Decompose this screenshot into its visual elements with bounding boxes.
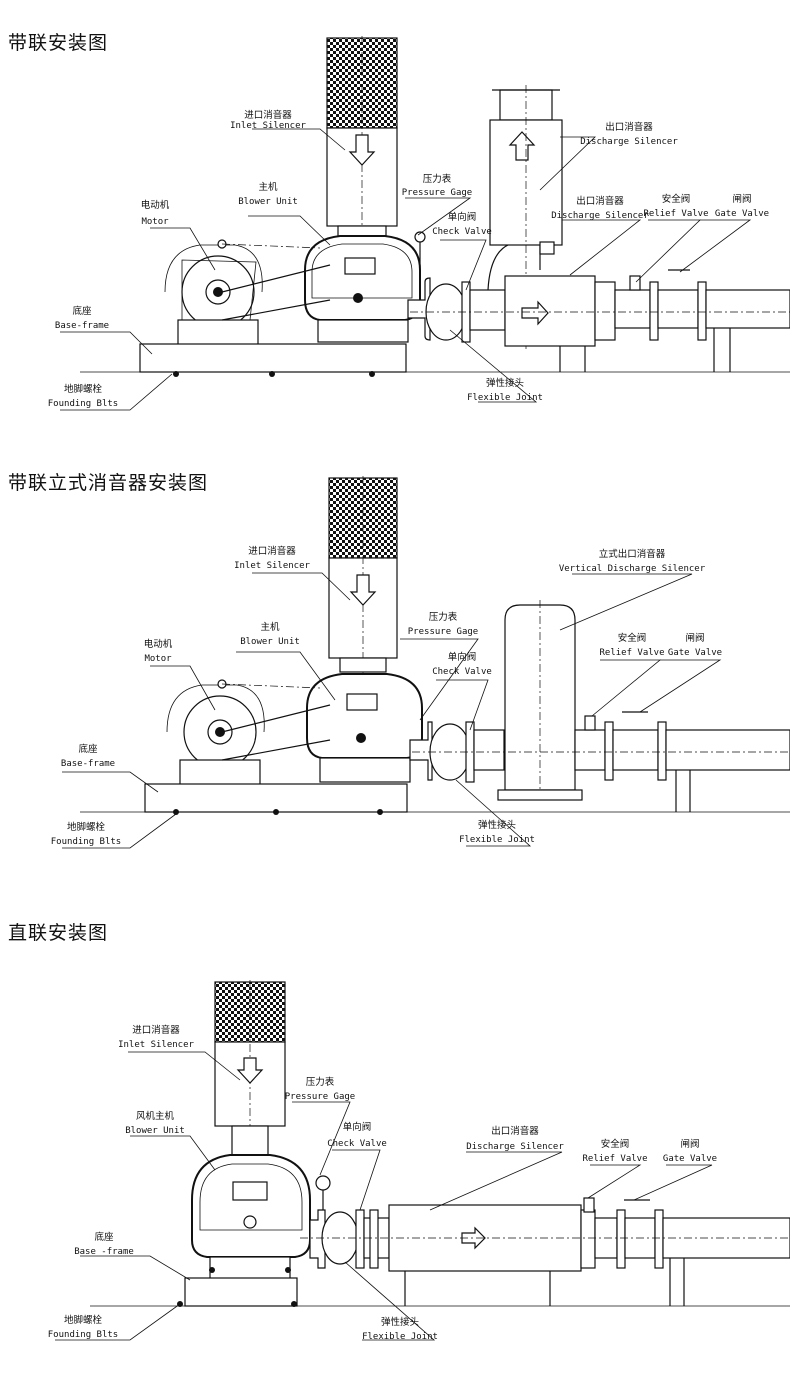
label2-base-cn: 底座 [78, 743, 98, 755]
label3-base-en: Base -frame [74, 1247, 134, 1257]
label2-inlet-en: Inlet Silencer [234, 561, 310, 571]
label3-check-en: Check Valve [327, 1139, 387, 1149]
label2-gage-en: Pressure Gage [408, 627, 478, 637]
inlet-arrow-icon [348, 134, 376, 166]
label2-blower-en: Blower Unit [240, 637, 300, 647]
blower-unit-3 [191, 1154, 311, 1258]
label2-joint-cn: 弹性接头 [478, 819, 516, 831]
label-blower-en: Blower Unit [238, 197, 298, 207]
label3-inlet-en: Inlet Silencer [118, 1040, 194, 1050]
label-gate-en: Gate Valve [715, 209, 769, 219]
label3-joint-cn: 弹性接头 [381, 1316, 419, 1328]
label-joint-en: Flexible Joint [467, 393, 543, 403]
label2-blower-cn: 主机 [260, 621, 280, 633]
label2-vert-en: Vertical Discharge Silencer [559, 564, 706, 574]
label2-check-cn: 单向阀 [448, 651, 477, 663]
pressure-gage-icon [315, 1175, 331, 1191]
label-check-cn: 单向阀 [448, 211, 477, 223]
outlet-arrow-icon [508, 131, 536, 161]
section-2-title: 带联立式消音器安装图 [8, 472, 209, 494]
section-1-diagram [60, 36, 790, 411]
label-relief-cn: 安全阀 [662, 193, 691, 205]
label2-gage-cn: 压力表 [429, 611, 458, 623]
label3-blower-en: Blower Unit [125, 1126, 185, 1136]
label2-relief-en: Relief Valve [599, 648, 664, 658]
label3-gate-en: Gate Valve [663, 1154, 717, 1164]
discharge-silencer [504, 275, 596, 347]
label2-vert-cn: 立式出口消音器 [599, 548, 666, 560]
label2-relief-cn: 安全阀 [618, 632, 647, 644]
inlet-arrow-icon-3 [236, 1057, 264, 1084]
label3-relief-en: Relief Valve [582, 1154, 647, 1164]
label-motor-cn: 电动机 [141, 199, 170, 211]
section-1-title: 带联安装图 [8, 32, 109, 54]
label3-discharge-cn: 出口消音器 [491, 1125, 539, 1137]
label-inlet-cn: 进口消音器 [244, 109, 292, 121]
label3-inlet-cn: 进口消音器 [132, 1024, 180, 1036]
blower-unit [304, 235, 421, 321]
gate-valve [657, 289, 699, 329]
label-bolt-cn: 地脚螺栓 [64, 383, 103, 395]
label3-base-cn: 底座 [94, 1231, 114, 1243]
label3-relief-cn: 安全阀 [601, 1138, 630, 1150]
label-joint-cn: 弹性接头 [486, 377, 524, 389]
label3-joint-en: Flexible Joint [362, 1332, 438, 1342]
inlet-arrow-icon-2 [349, 574, 377, 606]
label-relief-en: Relief Valve [643, 209, 708, 219]
label3-gate-cn: 闸阀 [680, 1138, 699, 1150]
label2-inlet-cn: 进口消音器 [248, 545, 296, 557]
label2-base-en: Base-frame [61, 759, 115, 769]
label2-gate-cn: 闸阀 [685, 632, 704, 644]
label-discharge-cn: 出口消音器 [605, 121, 653, 133]
label-base-en: Base-frame [55, 321, 109, 331]
relief-valve-3 [583, 1197, 595, 1213]
section-2-diagram [62, 476, 790, 849]
section-2-labels: 进口消音器 Inlet Silencer 立式出口消音器 Vertical Di… [51, 545, 722, 847]
base-frame-3 [184, 1277, 298, 1307]
label-check-en: Check Valve [432, 227, 492, 237]
label2-bolt-en: Founding Blts [51, 837, 121, 847]
flow-arrow-icon-3 [461, 1226, 486, 1250]
label-gage-en: Pressure Gage [402, 188, 472, 198]
label3-gage-cn: 压力表 [306, 1076, 335, 1088]
relief-valve [629, 275, 641, 291]
section-1-labels: 进口消音器 Inlet Silencer 主机 Blower Unit 电动机 … [48, 109, 769, 409]
gate-valve-2 [612, 729, 659, 771]
section-3-labels: 进口消音器 Inlet Silencer 压力表 Pressure Gage 风… [48, 1024, 717, 1342]
label3-check-cn: 单向阀 [343, 1121, 372, 1133]
label-discharge2-cn: 出口消音器 [576, 195, 624, 207]
label-motor-en: Motor [141, 217, 169, 227]
blower-unit-2 [306, 673, 423, 759]
flow-arrow-icon [521, 300, 549, 326]
base-frame-2 [144, 783, 408, 813]
label2-gate-en: Gate Valve [668, 648, 722, 658]
label2-check-en: Check Valve [432, 667, 492, 677]
label-inlet-en: Inlet Silencer [230, 121, 306, 131]
label2-joint-en: Flexible Joint [459, 835, 535, 845]
label3-bolt-en: Founding Blts [48, 1330, 118, 1340]
label-gage-cn: 压力表 [423, 173, 452, 185]
label-bolt-en: Founding Blts [48, 399, 118, 409]
label3-gage-en: Pressure Gage [285, 1092, 355, 1102]
label-blower-cn: 主机 [258, 181, 278, 193]
label2-motor-en: Motor [144, 654, 172, 664]
label-discharge-en: Discharge Silencer [580, 137, 678, 147]
label3-discharge-en: Discharge Silencer [466, 1142, 564, 1152]
label3-bolt-cn: 地脚螺栓 [64, 1314, 103, 1326]
label-gate-cn: 闸阀 [732, 193, 751, 205]
label-base-cn: 底座 [72, 305, 92, 317]
section-3-title: 直联安装图 [8, 922, 109, 944]
section-3-diagram [55, 980, 790, 1341]
inlet-silencer-mesh [326, 37, 398, 129]
relief-valve-2 [584, 715, 596, 731]
label2-motor-cn: 电动机 [144, 638, 173, 650]
base-frame [139, 343, 407, 373]
label2-bolt-cn: 地脚螺栓 [67, 821, 106, 833]
label-discharge2-en: Discharge Silencer [551, 211, 649, 221]
label3-blower-cn: 风机主机 [136, 1110, 175, 1122]
